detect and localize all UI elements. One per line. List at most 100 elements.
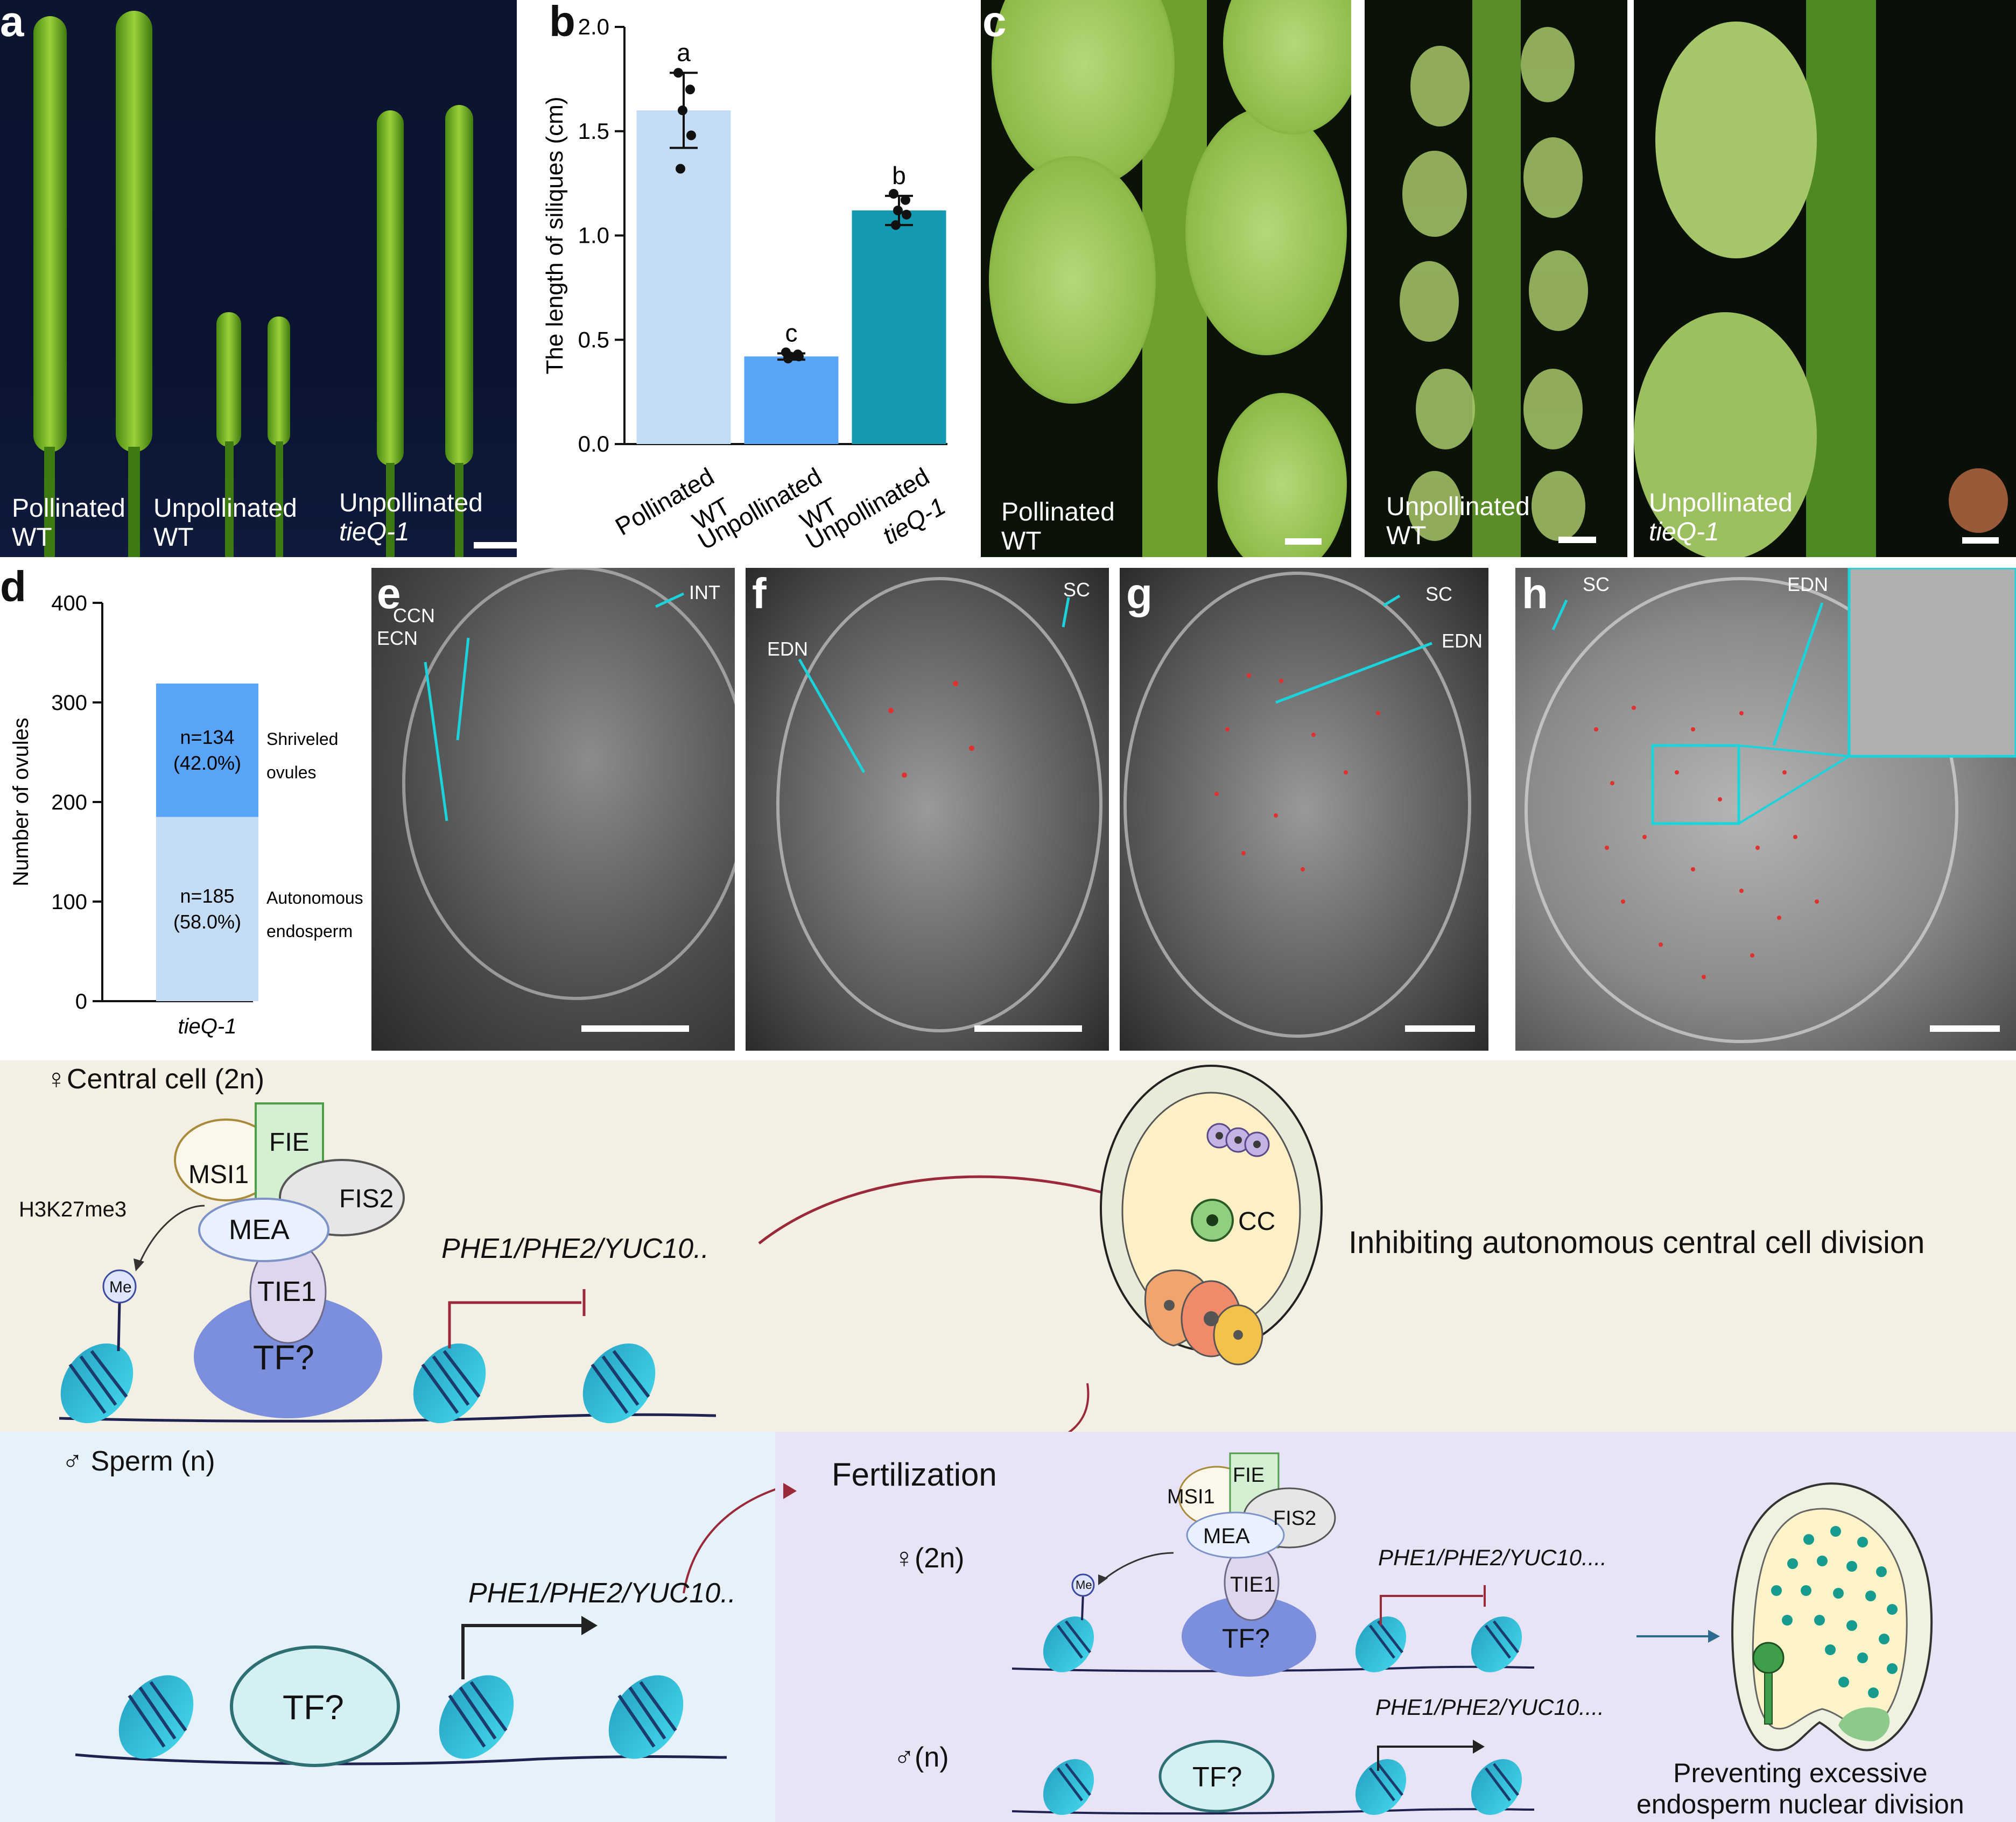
annotation-ecn: ECN [377,627,418,649]
sperm-section: ♂ Sperm (n) TF? PHE1/PHE2/YUC10.. [0,1432,775,1822]
me-tag: Me [109,1278,132,1296]
sperm-tf: TF? [283,1688,344,1727]
micrograph-h: h SC EDN [1515,568,2016,1051]
fert-complex-fie: FIE [1233,1464,1265,1487]
central-cell-section: ♀Central cell (2n) [0,1060,2016,1432]
annotation-sc-g: SC [1425,583,1453,605]
significance-letter: c [785,319,798,347]
y-tick-label: 400 [51,592,87,615]
significance-letter: b [892,161,906,189]
fertilization-diagram [783,1452,1933,1815]
panel-label-b: b [549,0,575,45]
panel-label-e: e [377,569,401,617]
y-tick-label: 0.5 [578,327,609,352]
y-tick-label: 2.0 [578,14,609,39]
fert-complex-tf: TF? [1222,1623,1270,1654]
female-2n: ♀(2n) [894,1543,965,1574]
data-point [893,206,903,215]
complex-fis2: FIS2 [339,1185,394,1213]
fert-complex-fis2: FIS2 [1273,1507,1317,1530]
male-n: ♂(n) [894,1742,949,1773]
data-point [794,351,804,362]
scale-bar-a [474,542,517,548]
micrograph-g: g SC EDN [1120,568,1488,1051]
annotation-sc-f: SC [1063,579,1091,601]
bar [744,356,839,444]
siliques-illustration [33,11,473,557]
segment-count: n=185 [180,885,234,907]
side-label: Shriveled [266,729,338,749]
data-point [901,195,910,205]
fert-complex-mea: MEA [1203,1524,1250,1548]
y-tick-label: 300 [51,691,87,715]
y-tick-label: 0 [75,990,87,1014]
data-point [678,105,687,115]
fert-complex-tie1: TIE1 [1230,1573,1276,1596]
annotation-edn-g: EDN [1442,630,1483,652]
panel-label-a: a [0,0,24,45]
stacked-segment [156,817,258,1001]
panel-label-c: c [982,0,1007,45]
sperm-targets: PHE1/PHE2/YUC10.. [468,1578,736,1609]
segment-percent: (58.0%) [173,911,241,933]
y-tick-label: 1.5 [578,118,609,144]
category-label: tieQ-1 [178,1015,237,1038]
y-tick-label: 0.0 [578,431,609,456]
side-label: endosperm [266,921,353,941]
complex-fie: FIE [269,1128,310,1157]
fert-tf-lower: TF? [1192,1762,1242,1793]
fert-targets-2: PHE1/PHE2/YUC10.... [1375,1694,1604,1720]
side-label: Autonomous [266,888,363,908]
micrograph-f: f EDN SC [746,568,1109,1051]
data-point [889,189,898,199]
annotation-edn-f: EDN [767,638,809,660]
annotation-ccn: CCN [393,604,435,627]
micrograph-e: e CCN ECN INT [371,568,735,1051]
segment-percent: (42.0%) [173,752,241,774]
fertilization-title: Fertilization [832,1457,997,1493]
cc-label: CC [1238,1207,1276,1236]
panel-label-f: f [752,569,767,617]
bar [636,110,731,444]
complex-tf: TF? [253,1338,314,1377]
data-point [891,220,901,230]
y-tick-label: 100 [51,890,87,914]
annotation-sc-h: SC [1583,573,1610,595]
y-tick-label: 1.0 [578,223,609,248]
scale-bar-c3 [1962,537,1999,544]
complex-mea: MEA [229,1214,290,1246]
panel-label-d: d [0,562,26,610]
panel-label-g: g [1126,569,1153,617]
significance-letter: a [677,38,691,66]
fert-me-tag: Me [1076,1578,1092,1592]
data-point [902,209,911,220]
complex-tie1: TIE1 [257,1276,317,1307]
scale-bar-c2 [1558,537,1596,543]
data-point [783,354,793,364]
y-axis-label: The length of siliques (cm) [542,97,568,375]
y-tick-label: 200 [51,791,87,814]
segment-count: n=134 [180,726,234,748]
h3k27-label: H3K27me3 [19,1198,127,1221]
scale-bar-c1 [1285,538,1322,545]
fertilization-section: Fertilization ♀(2n) ♂(n) [775,1432,2016,1822]
annotation-edn-h: EDN [1787,573,1829,595]
data-point [673,68,683,78]
target-genes: PHE1/PHE2/YUC10.. [441,1233,710,1264]
sperm-title: ♂ Sperm (n) [62,1446,215,1477]
annotation-int: INT [689,581,720,603]
nucleosome-3 [582,1343,656,1424]
stacked-segment [156,683,258,817]
central-cell-title: ♀Central cell (2n) [46,1064,265,1095]
side-label: ovules [266,763,317,782]
